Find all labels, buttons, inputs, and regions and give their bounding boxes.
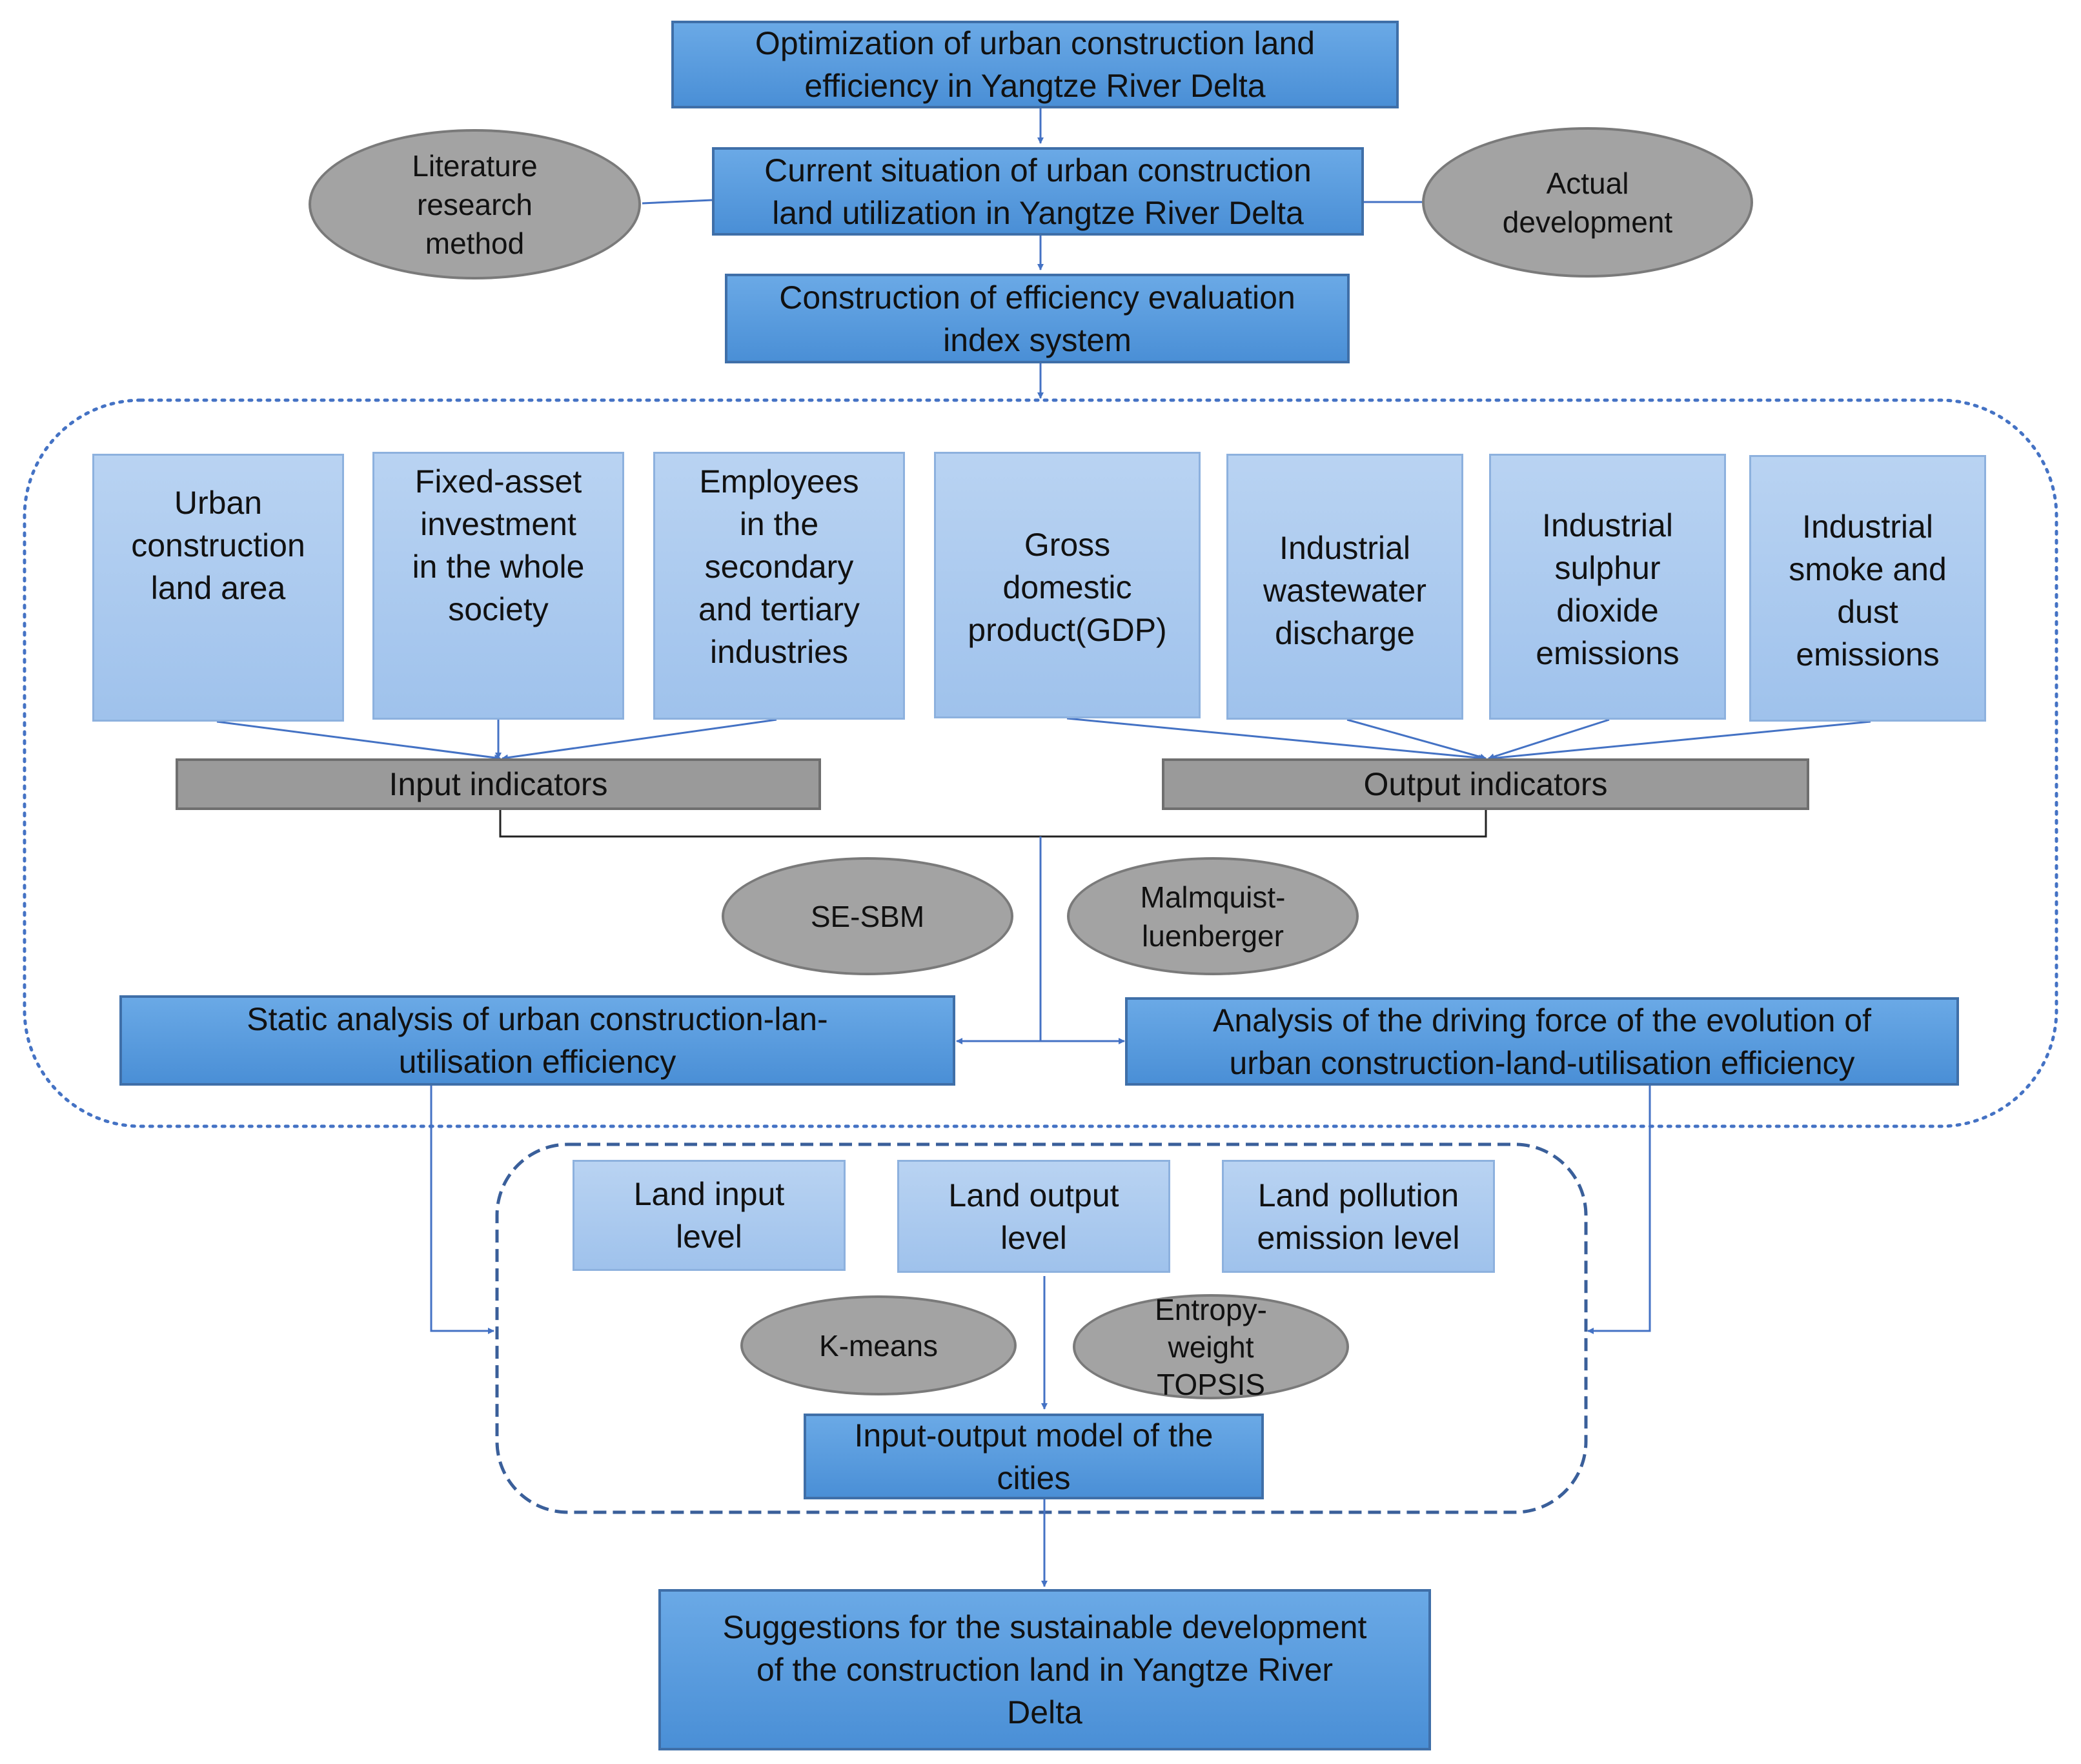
- malmquist-line-1: Malmquist-: [1140, 880, 1286, 914]
- goal-box: Optimization of urban construction land …: [671, 21, 1399, 108]
- indicator-text: Industrial: [1279, 530, 1410, 566]
- se-sbm-ellipse: SE-SBM: [722, 857, 1013, 975]
- indicator-text: dust: [1837, 594, 1898, 630]
- indicator-text: Urban: [174, 485, 263, 521]
- dashed-group-frame: [495, 1142, 1588, 1514]
- indicator-text: Employees: [699, 463, 859, 500]
- indicator-text: emissions: [1796, 636, 1940, 673]
- driving-force-box: Analysis of the driving force of the evo…: [1125, 997, 1959, 1086]
- indicator-text: sulphur: [1554, 550, 1661, 586]
- indicator-text: discharge: [1275, 615, 1415, 651]
- arrow-output-3: [1488, 718, 1610, 760]
- line-literature: [642, 199, 713, 205]
- arrow-output-2: [1346, 718, 1487, 760]
- entropy-line-1: Entropy-: [1155, 1292, 1267, 1326]
- indicator-text: Industrial: [1542, 507, 1673, 543]
- indicator-text: smoke and: [1789, 551, 1947, 587]
- literature-line-2: research: [417, 187, 533, 221]
- malmquist-line-2: luenberger: [1142, 918, 1284, 953]
- indicator-text: in the: [739, 506, 819, 542]
- actual-development-ellipse: Actual development: [1422, 127, 1753, 278]
- indicator-text: wastewater: [1263, 573, 1426, 609]
- output-indicator-sulphur: Industrial sulphur dioxide emissions: [1489, 454, 1726, 720]
- indicator-text: Fixed-asset: [414, 463, 582, 500]
- indicator-text: in the whole: [412, 549, 585, 585]
- static-line-2: utilisation efficiency: [398, 1044, 676, 1080]
- se-sbm-label: SE-SBM: [810, 899, 925, 933]
- arrow-static-to-group: [430, 1086, 494, 1334]
- literature-line-3: method: [425, 226, 525, 260]
- output-indicator-gdp: Gross domestic product(GDP): [934, 452, 1201, 718]
- arrow-driving-to-group: [1587, 1086, 1651, 1334]
- output-indicator-wastewater: Industrial wastewater discharge: [1226, 454, 1463, 720]
- indicator-text: construction: [131, 527, 305, 563]
- suggestions-line-1: Suggestions for the sustainable developm…: [722, 1609, 1367, 1645]
- model-line-2: cities: [997, 1459, 1071, 1496]
- literature-method-ellipse: Literature research method: [309, 129, 641, 279]
- output-indicator-smoke-dust: Industrial smoke and dust emissions: [1749, 455, 1986, 722]
- input-indicators-label: Input indicators: [389, 766, 608, 802]
- indicator-text: emissions: [1536, 635, 1680, 671]
- input-output-model-box: Input-output model of the cities: [804, 1414, 1264, 1499]
- indicator-text: and tertiary: [698, 591, 860, 627]
- land-pollution-line-2: emission level: [1257, 1219, 1460, 1256]
- goal-line-1: Optimization of urban construction land: [755, 25, 1315, 61]
- land-pollution-line-1: Land pollution: [1257, 1177, 1459, 1213]
- input-indicator-employees: Employees in the secondary and tertiary …: [653, 452, 905, 720]
- entropy-line-3: TOPSIS: [1157, 1367, 1265, 1401]
- input-indicator-fixed-asset: Fixed-asset investment in the whole soci…: [372, 452, 624, 720]
- indicator-text: dioxide: [1556, 593, 1659, 629]
- arrow-input-1: [216, 720, 501, 761]
- suggestions-box: Suggestions for the sustainable developm…: [658, 1589, 1431, 1750]
- indicator-text: product(GDP): [968, 612, 1167, 648]
- indicator-text: Industrial: [1802, 509, 1933, 545]
- suggestions-line-2: of the construction land in Yangtze Rive…: [756, 1652, 1334, 1688]
- indicator-text: land area: [150, 570, 286, 606]
- current-situation-box: Current situation of urban construction …: [712, 147, 1364, 236]
- model-line-1: Input-output model of the: [854, 1417, 1213, 1454]
- entropy-line-2: weight: [1168, 1330, 1254, 1364]
- indicator-text: Gross: [1024, 527, 1111, 563]
- arrow-output-1: [1066, 717, 1485, 762]
- index-system-box: Construction of efficiency evaluation in…: [725, 274, 1350, 363]
- land-pollution-level-box: Land pollution emission level: [1222, 1160, 1495, 1273]
- situation-line-2: land utilization in Yangtze River Delta: [772, 194, 1304, 231]
- input-indicators-bar: Input indicators: [176, 758, 821, 810]
- land-output-level-box: Land output level: [897, 1160, 1170, 1273]
- output-indicators-label: Output indicators: [1363, 766, 1608, 802]
- malmquist-ellipse: Malmquist- luenberger: [1067, 857, 1359, 975]
- index-line-2: index system: [943, 321, 1132, 358]
- indicator-text: industries: [710, 634, 848, 670]
- driving-line-1: Analysis of the driving force of the evo…: [1212, 1002, 1872, 1039]
- entropy-topsis-ellipse: Entropy- weight TOPSIS: [1073, 1292, 1349, 1401]
- indicator-text: investment: [420, 506, 576, 542]
- land-input-level-box: Land input level: [573, 1160, 846, 1271]
- land-output-line-2: level: [1000, 1219, 1067, 1256]
- indicator-text: society: [448, 591, 549, 627]
- arrow-output-4: [1490, 720, 1871, 762]
- static-analysis-box: Static analysis of urban construction-la…: [119, 995, 955, 1086]
- land-output-line-1: Land output: [948, 1177, 1119, 1213]
- actual-line-1: Actual: [1546, 166, 1629, 200]
- output-indicators-bar: Output indicators: [1162, 758, 1809, 810]
- arrow-input-3: [502, 718, 777, 761]
- driving-line-2: urban construction-land-utilisation effi…: [1229, 1044, 1855, 1081]
- input-indicator-urban-land: Urban construction land area: [92, 454, 344, 722]
- indicator-text: domestic: [1002, 569, 1132, 605]
- land-input-line-2: level: [676, 1219, 742, 1255]
- goal-line-2: efficiency in Yangtze River Delta: [804, 68, 1266, 104]
- k-means-ellipse: K-means: [740, 1295, 1017, 1395]
- indicator-bracket: [499, 809, 1487, 838]
- situation-line-1: Current situation of urban construction: [764, 152, 1312, 188]
- actual-line-2: development: [1502, 205, 1673, 239]
- index-line-1: Construction of efficiency evaluation: [779, 279, 1295, 316]
- land-input-line-1: Land input: [633, 1176, 785, 1212]
- static-line-1: Static analysis of urban construction-la…: [247, 1001, 828, 1037]
- literature-line-1: Literature: [412, 148, 538, 183]
- suggestions-line-3: Delta: [1007, 1694, 1082, 1730]
- indicator-text: secondary: [704, 549, 854, 585]
- k-means-label: K-means: [818, 1328, 939, 1363]
